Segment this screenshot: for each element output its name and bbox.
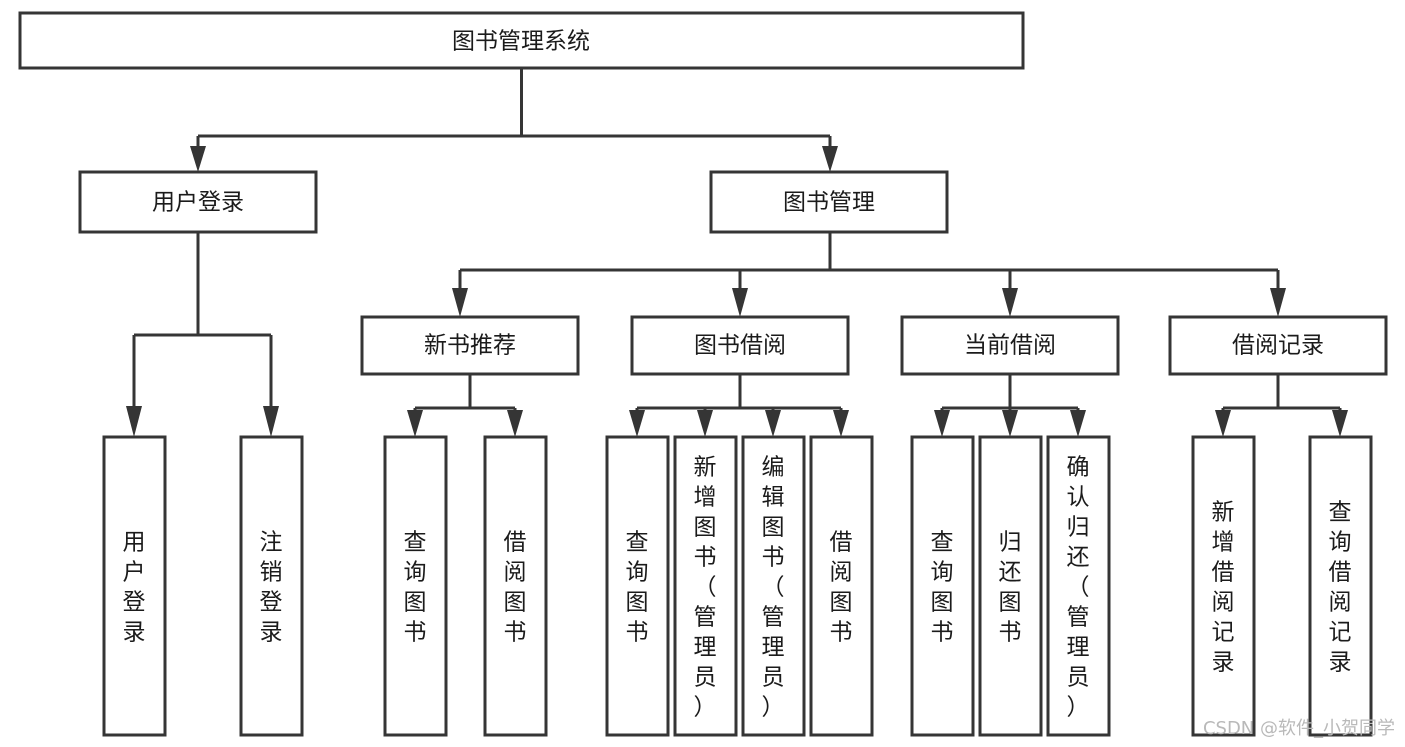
node-current-borrow-box[interactable] xyxy=(900,315,1120,376)
arrowhead-leaf-edit-book xyxy=(765,410,781,437)
node-book-borrow-label: 图书借阅 xyxy=(694,333,786,359)
node-leaf-confirm-return[interactable]: 确认归还（管理员） xyxy=(1046,435,1111,737)
node-leaf-borrow-book-2-box[interactable] xyxy=(809,435,874,737)
arrowhead-user-login xyxy=(190,146,206,172)
node-leaf-logout[interactable]: 注销登录 xyxy=(239,435,304,737)
arrowhead-leaf-query-book-1 xyxy=(407,410,423,437)
node-root[interactable]: 图书管理系统 xyxy=(18,11,1025,70)
node-leaf-borrow-book-1[interactable]: 借阅图书 xyxy=(483,435,548,737)
arrowhead-leaf-add-record xyxy=(1215,410,1231,437)
node-leaf-add-book-label: 新增图书（管理员） xyxy=(694,454,717,720)
node-user-login-label: 用户登录 xyxy=(152,190,244,216)
arrowhead-leaf-borrow-book-2 xyxy=(833,410,849,437)
node-leaf-return-book[interactable]: 归还图书 xyxy=(978,435,1043,737)
node-current-borrow-label: 当前借阅 xyxy=(964,333,1056,359)
node-new-book-rec-label: 新书推荐 xyxy=(424,333,516,359)
node-root-box[interactable] xyxy=(18,11,1025,70)
node-leaf-user-login-label: 用户登录 xyxy=(123,529,146,645)
csdn-watermark: CSDN @软件_小贺同学 xyxy=(1203,718,1395,739)
node-leaf-borrow-book-2-label: 借阅图书 xyxy=(830,529,853,645)
arrowhead-leaf-confirm-return xyxy=(1070,410,1086,437)
node-leaf-query-book-2-label: 查询图书 xyxy=(626,529,649,645)
node-leaf-query-record[interactable]: 查询借阅记录 xyxy=(1308,435,1373,737)
node-leaf-query-book-3[interactable]: 查询图书 xyxy=(910,435,975,737)
arrowhead-leaf-return-book xyxy=(1002,410,1018,437)
node-book-manage-box[interactable] xyxy=(709,170,949,234)
node-leaf-add-record-label: 新增借阅记录 xyxy=(1212,499,1235,675)
arrowhead-leaf-query-record xyxy=(1332,410,1348,437)
node-leaf-add-book-box[interactable] xyxy=(673,435,738,737)
node-current-borrow[interactable]: 当前借阅 xyxy=(900,315,1120,376)
node-leaf-borrow-book-1-label: 借阅图书 xyxy=(504,529,527,645)
arrowhead-leaf-borrow-book-1 xyxy=(507,410,523,437)
node-leaf-confirm-return-label: 确认归还（管理员） xyxy=(1067,454,1090,720)
node-leaf-edit-book-label: 编辑图书（管理员） xyxy=(762,454,785,720)
node-leaf-query-record-label: 查询借阅记录 xyxy=(1329,499,1352,675)
node-user-login[interactable]: 用户登录 xyxy=(78,170,318,234)
node-leaf-return-book-label: 归还图书 xyxy=(999,529,1022,645)
node-borrow-record-label: 借阅记录 xyxy=(1232,333,1324,359)
node-new-book-rec[interactable]: 新书推荐 xyxy=(360,315,580,376)
arrowhead-new-book-rec xyxy=(452,288,468,317)
node-leaf-edit-book-box[interactable] xyxy=(741,435,806,737)
node-root-label: 图书管理系统 xyxy=(452,29,590,55)
node-leaf-edit-book[interactable]: 编辑图书（管理员） xyxy=(741,435,806,737)
node-leaf-logout-label: 注销登录 xyxy=(260,529,283,645)
arrowhead-current-borrow xyxy=(1002,288,1018,317)
node-leaf-user-login[interactable]: 用户登录 xyxy=(102,435,167,737)
node-book-manage[interactable]: 图书管理 xyxy=(709,170,949,234)
node-leaf-query-book-3-box[interactable] xyxy=(910,435,975,737)
node-user-login-box[interactable] xyxy=(78,170,318,234)
arrowhead-leaf-logout xyxy=(263,406,279,437)
node-book-borrow[interactable]: 图书借阅 xyxy=(630,315,850,376)
arrowhead-book-borrow xyxy=(732,288,748,317)
node-leaf-query-book-1[interactable]: 查询图书 xyxy=(383,435,448,737)
arrowhead-leaf-user-login xyxy=(126,406,142,437)
node-leaf-query-book-3-label: 查询图书 xyxy=(931,529,954,645)
node-leaf-query-book-2[interactable]: 查询图书 xyxy=(605,435,670,737)
node-leaf-add-record-box[interactable] xyxy=(1191,435,1256,737)
node-new-book-rec-box[interactable] xyxy=(360,315,580,376)
node-leaf-query-book-1-box[interactable] xyxy=(383,435,448,737)
node-book-manage-label: 图书管理 xyxy=(783,190,875,216)
node-leaf-return-book-box[interactable] xyxy=(978,435,1043,737)
node-leaf-add-record[interactable]: 新增借阅记录 xyxy=(1191,435,1256,737)
connectors-layer xyxy=(126,68,1348,437)
node-borrow-record[interactable]: 借阅记录 xyxy=(1168,315,1388,376)
node-leaf-user-login-box[interactable] xyxy=(102,435,167,737)
node-leaf-add-book[interactable]: 新增图书（管理员） xyxy=(673,435,738,737)
node-leaf-borrow-book-1-box[interactable] xyxy=(483,435,548,737)
node-leaf-query-book-2-box[interactable] xyxy=(605,435,670,737)
arrowhead-book-manage xyxy=(822,146,838,172)
arrowhead-leaf-add-book xyxy=(697,410,713,437)
node-leaf-logout-box[interactable] xyxy=(239,435,304,737)
node-leaf-confirm-return-box[interactable] xyxy=(1046,435,1111,737)
node-book-borrow-box[interactable] xyxy=(630,315,850,376)
node-leaf-query-book-1-label: 查询图书 xyxy=(404,529,427,645)
arrowhead-borrow-record xyxy=(1270,288,1286,317)
arrowhead-leaf-query-book-3 xyxy=(934,410,950,437)
node-borrow-record-box[interactable] xyxy=(1168,315,1388,376)
node-leaf-borrow-book-2[interactable]: 借阅图书 xyxy=(809,435,874,737)
node-leaf-query-record-box[interactable] xyxy=(1308,435,1373,737)
arrowhead-leaf-query-book-2 xyxy=(629,410,645,437)
